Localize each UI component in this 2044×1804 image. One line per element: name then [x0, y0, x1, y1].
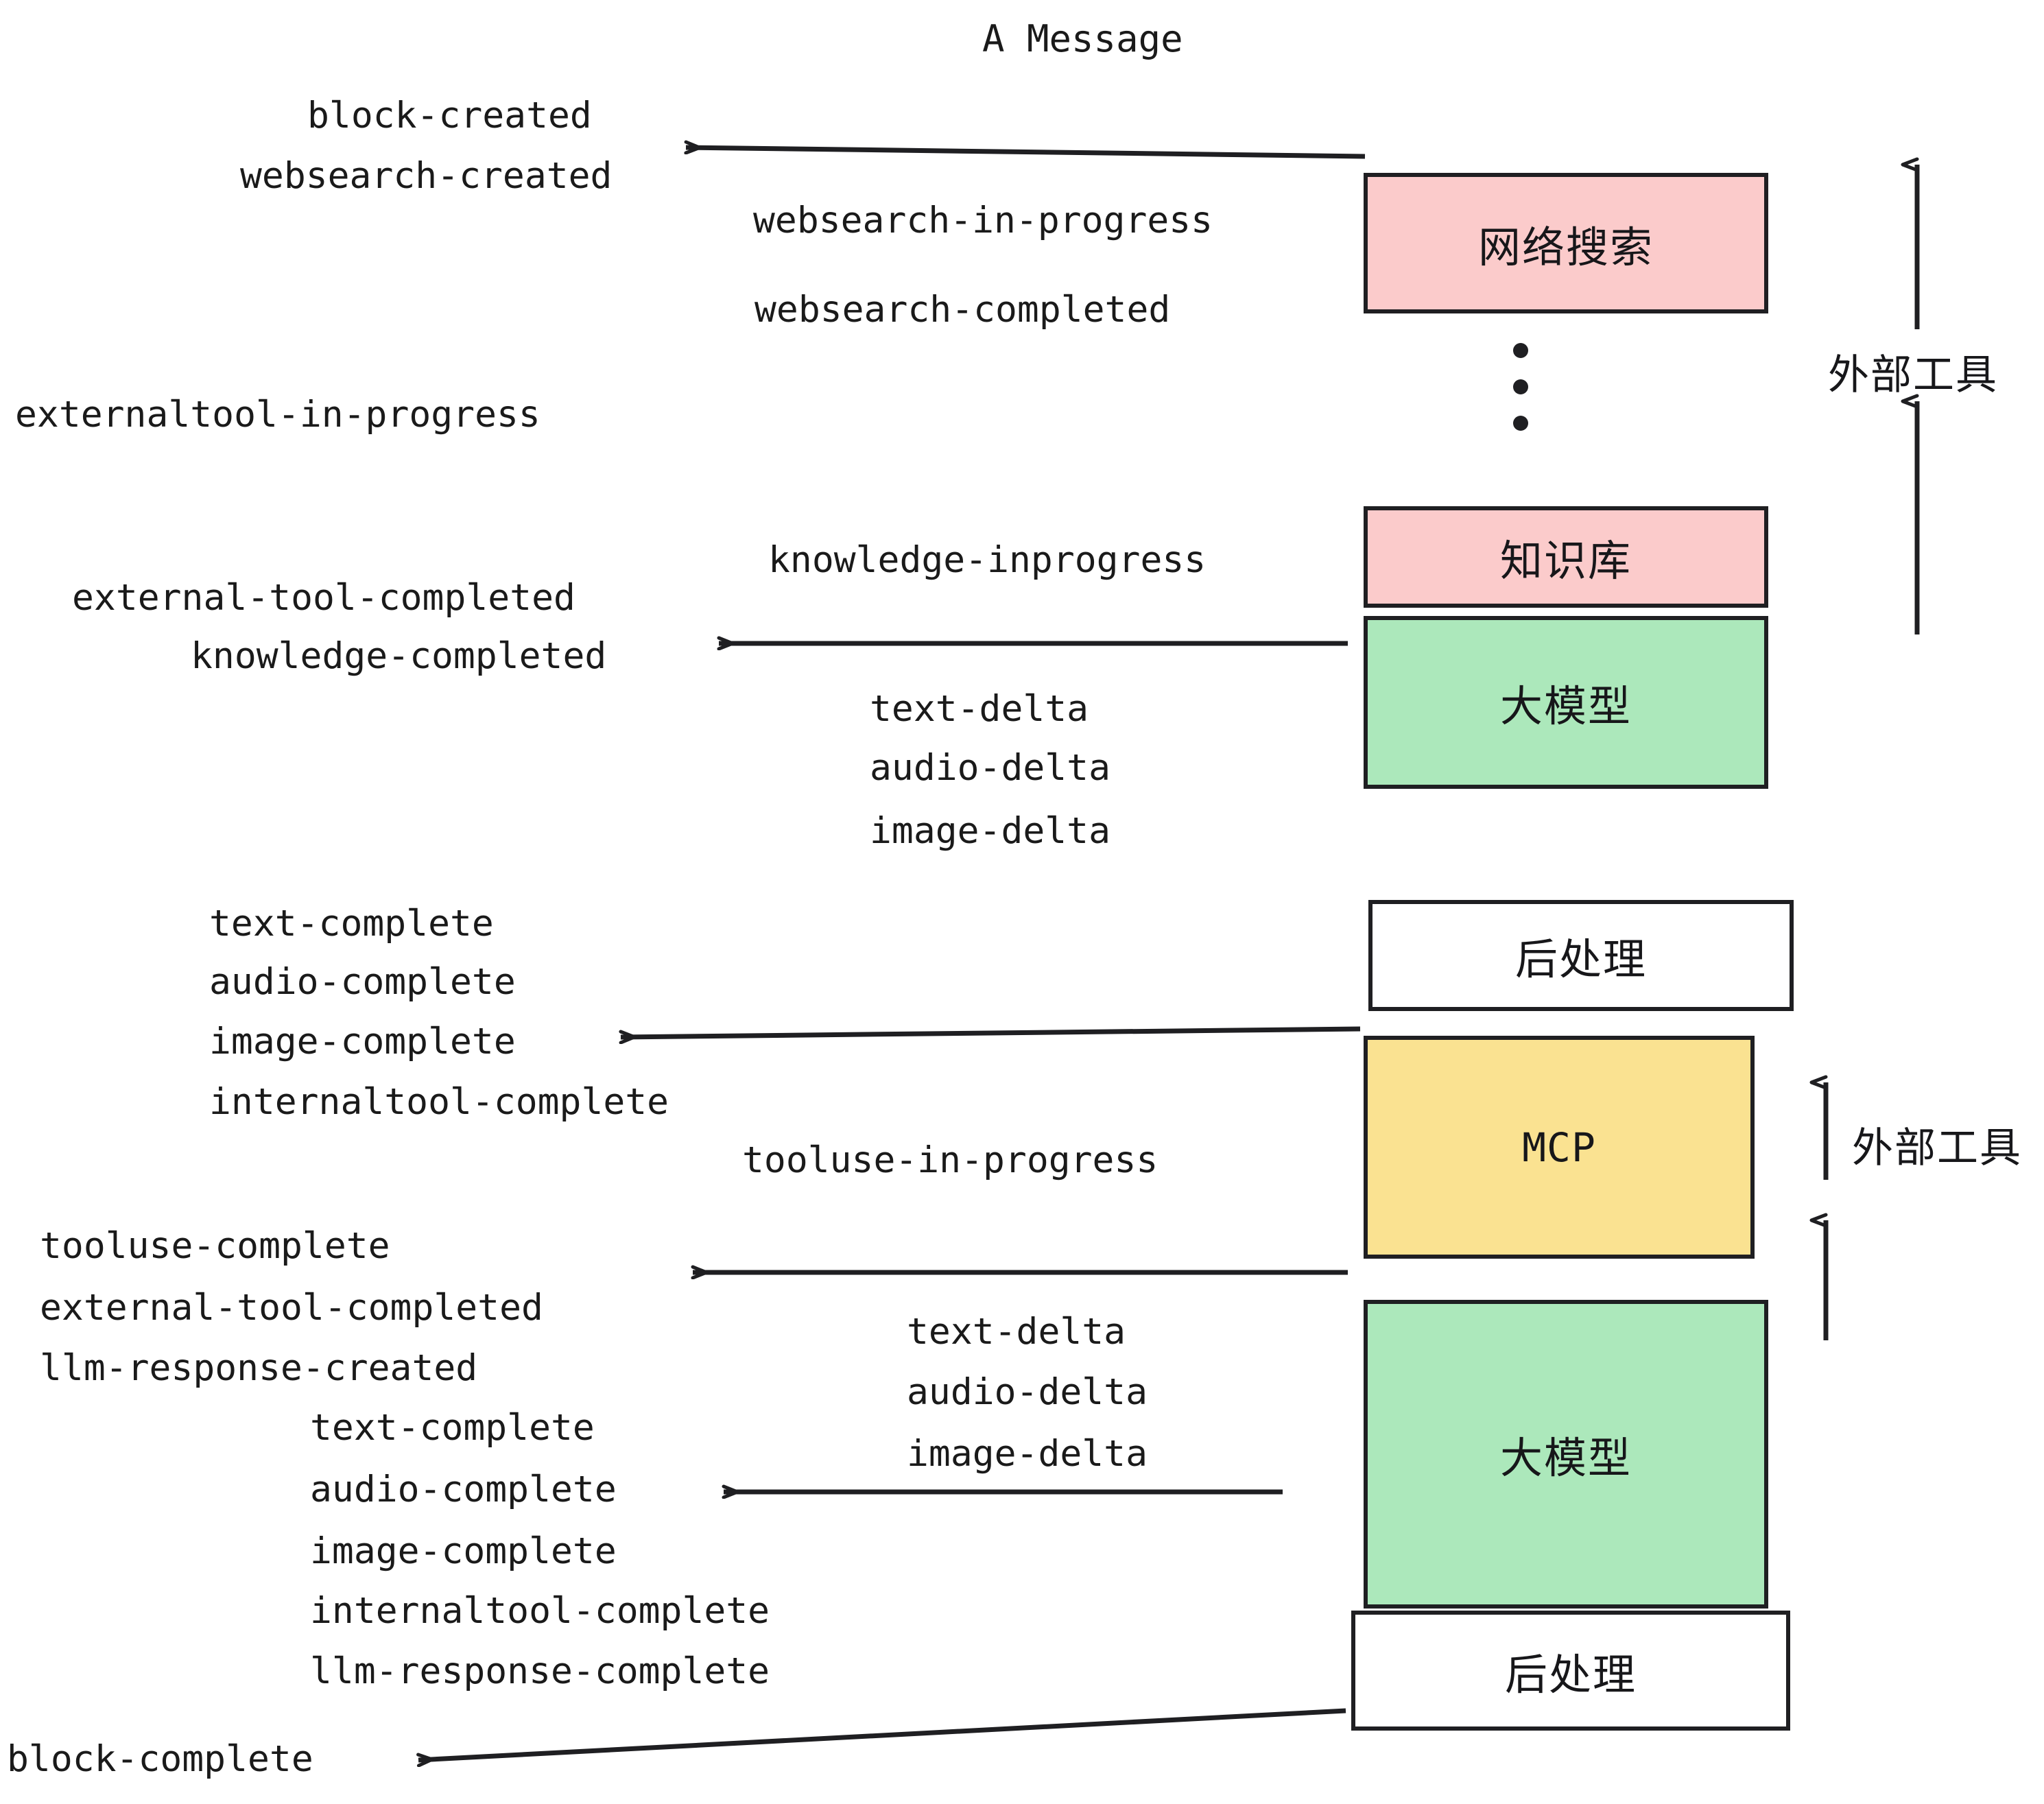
event-audio-complete-2: audio-complete — [310, 1469, 617, 1510]
event-internaltool-complete-2: internaltool-complete — [310, 1590, 770, 1632]
node-mcp[interactable]: MCP — [1364, 1036, 1755, 1259]
node-postprocess-second-label: 后处理 — [1504, 1649, 1637, 1700]
node-websearch-label: 网络搜索 — [1477, 222, 1654, 272]
node-postprocess-second[interactable]: 后处理 — [1351, 1611, 1790, 1731]
event-audio-delta-1: audio-delta — [870, 747, 1110, 789]
event-websearch-in-progress: websearch-in-progress — [753, 200, 1213, 241]
event-audio-complete-1: audio-complete — [209, 961, 516, 1003]
event-internaltool-complete-1: internaltool-complete — [209, 1081, 669, 1123]
event-websearch-created: websearch-created — [240, 155, 613, 197]
page-title: A Message — [982, 17, 1183, 60]
event-externaltool-in-progress: externaltool-in-progress — [15, 394, 540, 436]
event-external-tool-completed-1: external-tool-completed — [72, 577, 575, 619]
event-llm-response-created: llm-response-created — [40, 1347, 478, 1389]
event-image-delta-2: image-delta — [907, 1433, 1148, 1475]
side-label-external-tool-bottom: 外部工具 — [1852, 1124, 2022, 1172]
node-websearch[interactable]: 网络搜索 — [1364, 173, 1768, 313]
node-mcp-label: MCP — [1522, 1124, 1596, 1171]
node-postprocess-first-label: 后处理 — [1514, 934, 1647, 984]
node-llm-first-label: 大模型 — [1499, 681, 1632, 731]
node-llm-second[interactable]: 大模型 — [1364, 1300, 1768, 1609]
event-image-delta-1: image-delta — [870, 810, 1110, 852]
event-tooluse-complete: tooluse-complete — [40, 1225, 390, 1267]
event-tooluse-in-progress: tooluse-in-progress — [742, 1139, 1158, 1181]
ellipsis-vertical-dots — [1512, 343, 1529, 431]
event-websearch-completed: websearch-completed — [754, 289, 1171, 331]
arrow-postprocess-to-image-complete — [621, 1026, 1361, 1037]
event-block-created: block-created — [307, 95, 592, 137]
event-knowledge-completed: knowledge-completed — [191, 635, 607, 677]
event-text-delta-1: text-delta — [870, 688, 1089, 730]
event-text-delta-2: text-delta — [907, 1311, 1126, 1353]
event-block-complete: block-complete — [7, 1738, 313, 1780]
node-llm-first[interactable]: 大模型 — [1364, 616, 1768, 789]
arrow-websearch-to-block-created — [686, 147, 1366, 159]
event-audio-delta-2: audio-delta — [907, 1371, 1148, 1413]
event-text-complete-1: text-complete — [209, 903, 494, 945]
node-knowledge-base[interactable]: 知识库 — [1364, 506, 1768, 608]
event-text-complete-2: text-complete — [310, 1407, 595, 1449]
node-postprocess-first[interactable]: 后处理 — [1368, 900, 1794, 1011]
event-external-tool-completed-2: external-tool-completed — [40, 1287, 543, 1329]
event-image-complete-2: image-complete — [310, 1530, 617, 1572]
event-image-complete-1: image-complete — [209, 1021, 516, 1063]
node-llm-second-label: 大模型 — [1499, 1433, 1632, 1483]
event-llm-response-complete: llm-response-complete — [310, 1650, 770, 1692]
node-knowledge-label: 知识库 — [1499, 536, 1632, 586]
arrow-postprocess-to-block-complete — [418, 1708, 1346, 1760]
event-knowledge-inprogress: knowledge-inprogress — [768, 539, 1207, 581]
side-label-external-tool-top: 外部工具 — [1828, 351, 1998, 399]
